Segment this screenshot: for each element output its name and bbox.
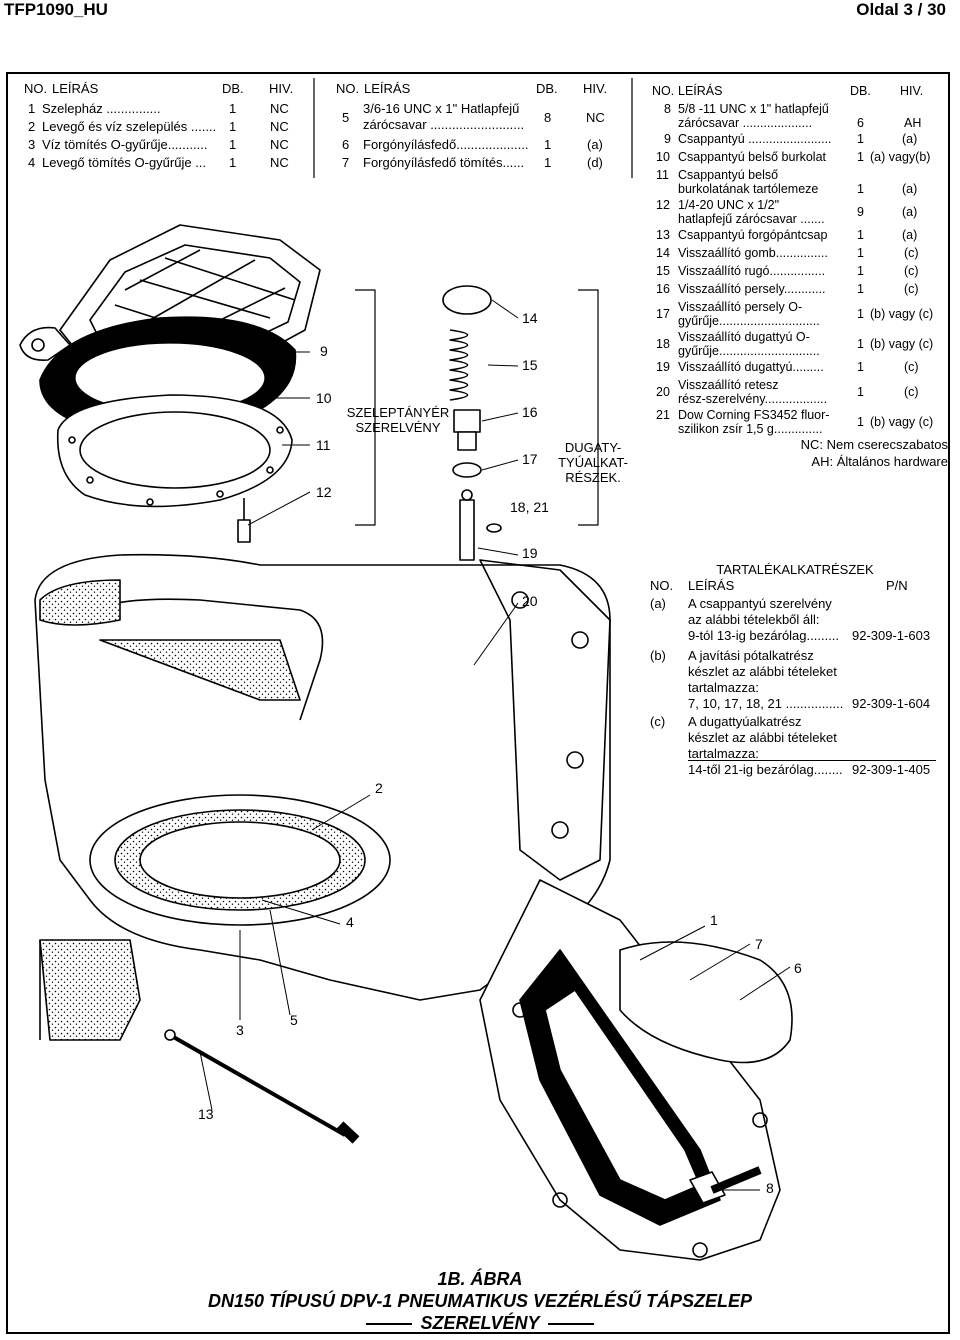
- spare-item-a: (a) A csappantyú szerelvény az alábbi té…: [650, 596, 931, 643]
- callout-11: 11: [316, 437, 331, 453]
- document-id: TFP1090_HU: [4, 0, 108, 19]
- callout-10: 10: [316, 390, 332, 406]
- callout-3: 3: [236, 1022, 244, 1038]
- callout-5: 5: [290, 1012, 298, 1028]
- callout-7: 7: [755, 936, 763, 952]
- callout-4: 4: [346, 914, 354, 930]
- figure-subtitle: SZERELVÉNY: [180, 1313, 780, 1334]
- legend: NC: Nem cserecszabatos AH: Általános har…: [801, 436, 948, 470]
- callout-19: 19: [522, 545, 538, 561]
- col-no: NO.: [24, 81, 48, 96]
- figure-number: 1B. ÁBRA: [437, 1269, 523, 1289]
- spare-parts-box: TARTALÉKALKATRÉSZEK NO. LEÍRÁS P/N (a) A…: [650, 562, 940, 780]
- valve-body-part-1: [34, 553, 781, 1261]
- col-ref: HIV.: [269, 81, 294, 96]
- callout-15: 15: [522, 357, 538, 373]
- callout-18-21: 18, 21: [510, 499, 549, 515]
- callout-9: 9: [320, 343, 328, 359]
- table-row: 5 3/6-16 UNC x 1" Hatlapfejű zárócsavar …: [342, 101, 605, 132]
- callout-14: 14: [522, 310, 538, 326]
- group-label-valve-seat: SZELEPTÁNYÉR SZERELVÉNY: [346, 405, 450, 435]
- callout-12: 12: [316, 484, 332, 500]
- callout-16: 16: [522, 404, 538, 420]
- spare-item-b: (b) A javítási pótalkatrész készlet az a…: [650, 648, 931, 711]
- callout-6: 6: [794, 960, 802, 976]
- legend-ah: AH: Általános hardware: [811, 454, 948, 469]
- callout-13: 13: [198, 1106, 214, 1122]
- group-label-plunger: DUGATY- TYÚALKAT- RÉSZEK.: [558, 440, 628, 485]
- col-qty: DB.: [222, 81, 244, 96]
- callout-2: 2: [375, 780, 383, 796]
- figure-frame: [6, 72, 950, 1334]
- col-desc: LEÍRÁS: [52, 81, 99, 96]
- callout-20: 20: [522, 593, 538, 609]
- callout-17: 17: [522, 451, 538, 467]
- spare-item-c: (c) A dugattyúalkatrész készlet az alább…: [650, 714, 931, 777]
- figure-title: DN150 TÍPUSÚ DPV-1 PNEUMATIKUS VEZÉRLÉSŰ…: [207, 1291, 753, 1311]
- callout-8: 8: [766, 1180, 774, 1196]
- legend-nc: NC: Nem cserecszabatos: [800, 437, 948, 452]
- page-number: Oldal 3 / 30: [856, 0, 946, 19]
- page-header: TFP1090_HU Oldal 3 / 30: [0, 0, 960, 26]
- parts-table-2: NO. LEÍRÁS DB. HIV. 5 3/6-16 UNC x 1" Ha…: [336, 80, 626, 172]
- spare-parts-title: TARTALÉKALKATRÉSZEK: [716, 562, 874, 577]
- callout-1: 1: [710, 912, 718, 928]
